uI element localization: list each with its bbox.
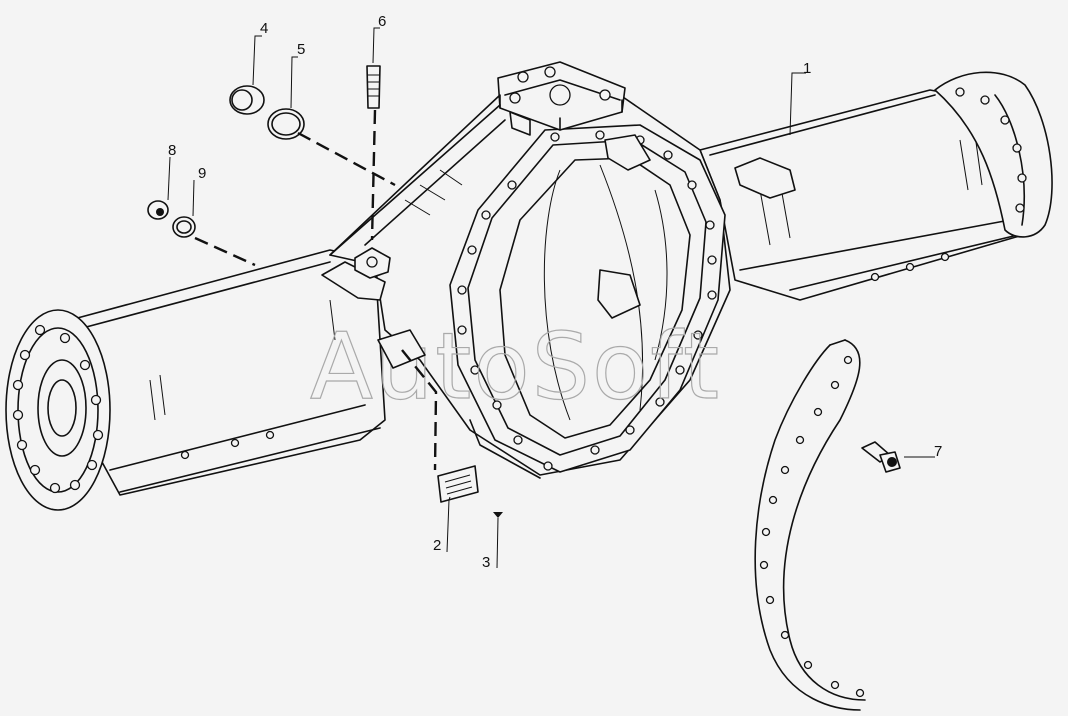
callout-9: 9 bbox=[198, 165, 206, 182]
plug-part-4 bbox=[229, 85, 265, 115]
nameplate-part-2 bbox=[377, 329, 479, 503]
callout-7: 7 bbox=[934, 443, 942, 460]
callout-1: 1 bbox=[803, 60, 811, 77]
leader-lines bbox=[167, 27, 935, 569]
watermark-text: AutoSoft bbox=[310, 313, 721, 420]
callout-2: 2 bbox=[433, 537, 441, 554]
plug-part-8 bbox=[147, 200, 169, 220]
seal-ring-part-5 bbox=[267, 108, 305, 140]
washer-part-9 bbox=[172, 216, 196, 238]
callout-5: 5 bbox=[297, 41, 305, 58]
bolt-part-7 bbox=[861, 441, 901, 473]
rivet-part-3 bbox=[493, 512, 503, 518]
callout-3: 3 bbox=[482, 554, 490, 571]
callout-8: 8 bbox=[168, 142, 176, 159]
right-axle-tube bbox=[699, 71, 1053, 301]
left-axle-tube bbox=[5, 249, 386, 511]
assembly-lines bbox=[194, 109, 438, 471]
callout-6: 6 bbox=[378, 13, 386, 30]
callout-4: 4 bbox=[260, 20, 268, 37]
center-housing bbox=[321, 61, 731, 479]
stud-part-6 bbox=[366, 65, 381, 109]
gasket-part bbox=[754, 339, 866, 711]
